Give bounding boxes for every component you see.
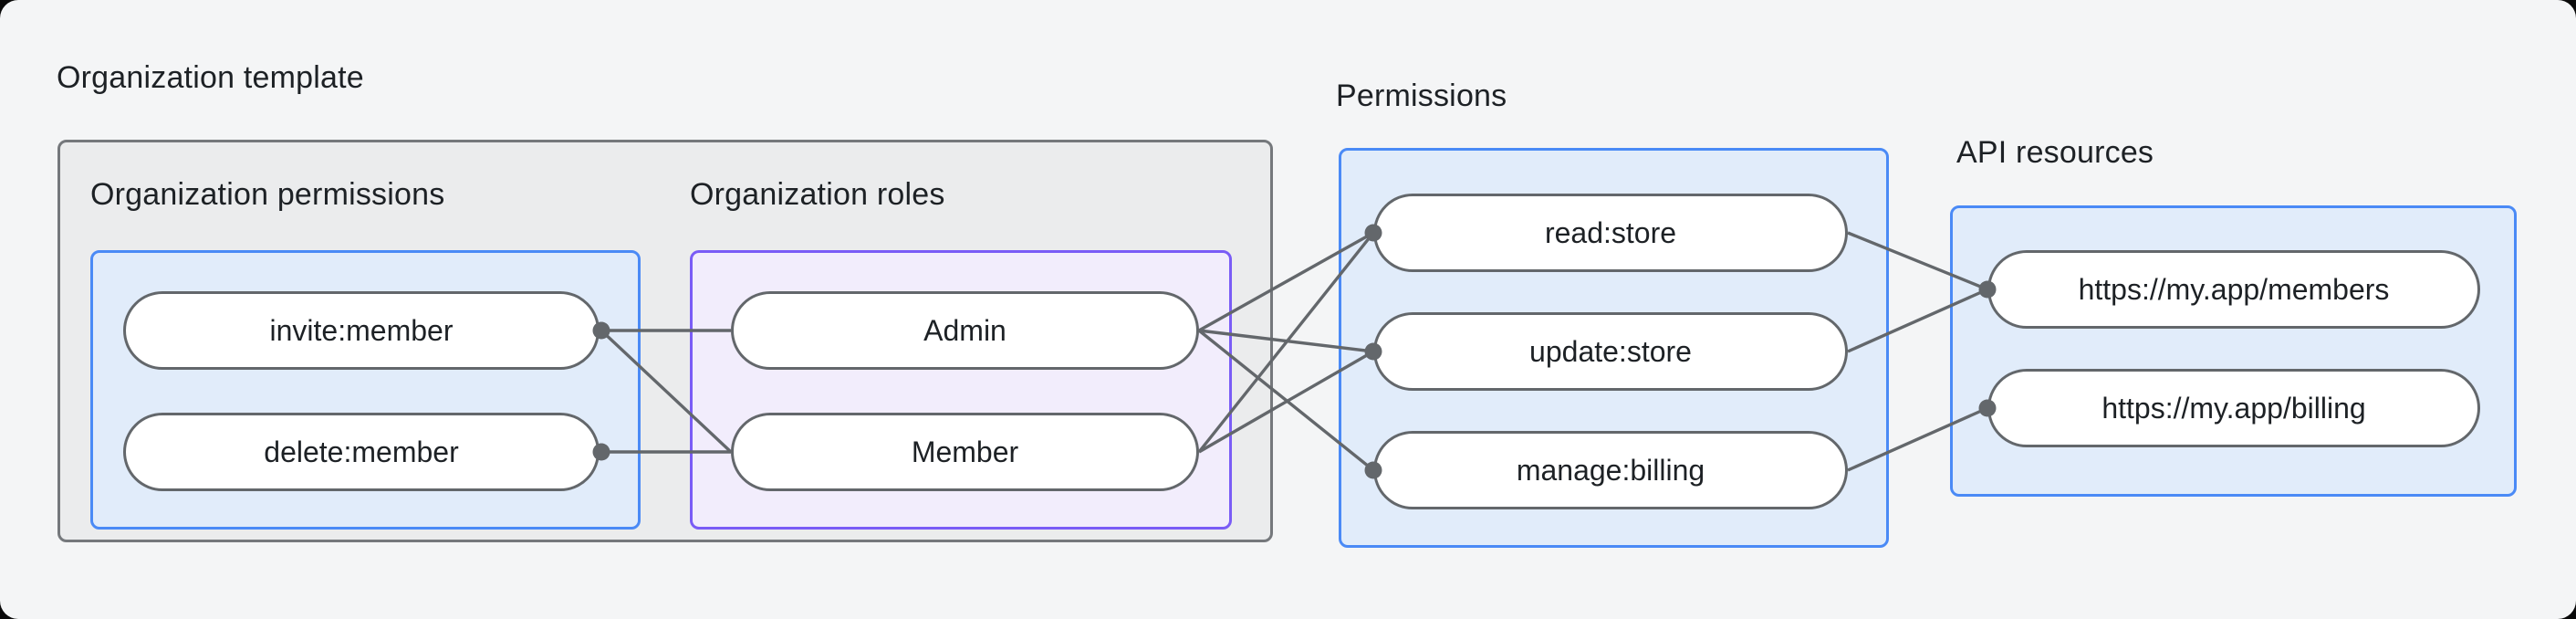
permissions-title: Permissions [1336, 79, 1507, 113]
node-api-members: https://my.app/members [1987, 250, 2480, 329]
node-read-store: read:store [1373, 194, 1848, 272]
organization-template-title: Organization template [57, 60, 364, 95]
node-delete-member: delete:member [123, 413, 600, 491]
node-invite-member: invite:member [123, 291, 600, 370]
node-manage-billing: manage:billing [1373, 431, 1848, 509]
api-resources-title: API resources [1956, 135, 2154, 170]
node-member-role: Member [731, 413, 1199, 491]
organization-permissions-title: Organization permissions [90, 177, 445, 212]
organization-roles-title: Organization roles [690, 177, 945, 212]
node-admin-role: Admin [731, 291, 1199, 370]
api-resources-box [1950, 205, 2517, 497]
node-update-store: update:store [1373, 312, 1848, 391]
node-api-billing: https://my.app/billing [1987, 369, 2480, 447]
